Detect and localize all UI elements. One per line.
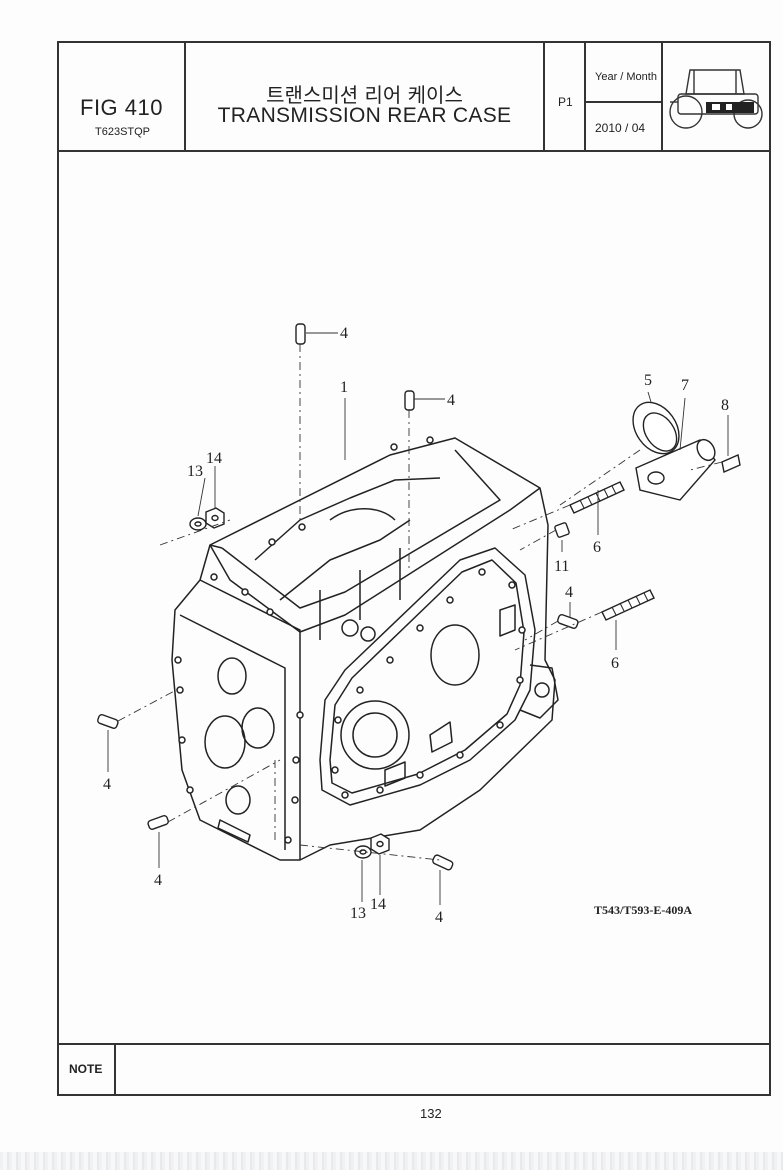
year-month-label: Year / Month	[595, 71, 657, 83]
case-gasket	[319, 547, 536, 806]
nut-11	[554, 522, 570, 538]
year-month-value: 2010 / 04	[595, 121, 646, 135]
header-col-1	[184, 41, 186, 151]
callout-4f: 4	[435, 909, 443, 926]
callout-6a: 6	[593, 539, 601, 556]
callout-6b: 6	[611, 655, 619, 672]
callout-13b: 13	[350, 905, 366, 922]
callout-5: 5	[644, 372, 652, 389]
dowel-pins	[97, 323, 579, 871]
callout-4c: 4	[565, 584, 573, 601]
callout-14b: 14	[370, 896, 386, 913]
drawing-reference: T543/T593-E-409A	[594, 903, 692, 917]
callout-4b: 4	[447, 392, 455, 409]
model-code: T623STQP	[95, 126, 151, 138]
note-col	[114, 1043, 116, 1096]
year-month-divider	[584, 101, 662, 103]
callout-4e: 4	[154, 872, 162, 889]
scan-edge	[0, 1152, 783, 1170]
page-frame	[57, 41, 771, 1096]
page-code: P1	[558, 95, 573, 109]
note-label: NOTE	[69, 1062, 103, 1076]
sleeve-7	[635, 439, 716, 501]
tractor-icon	[669, 69, 763, 129]
header-divider	[57, 150, 771, 152]
case-top-rim	[209, 487, 541, 633]
callout-11: 11	[554, 558, 569, 575]
callout-13a: 13	[187, 463, 203, 480]
page-number: 132	[420, 1106, 442, 1121]
note-divider	[57, 1043, 771, 1045]
case-outline	[171, 437, 556, 861]
stud-6-top	[569, 481, 625, 514]
title-english: TRANSMISSION REAR CASE	[217, 104, 512, 127]
figure-number: FIG 410	[80, 95, 163, 120]
callout-8: 8	[721, 397, 729, 414]
stud-6-bottom	[601, 589, 655, 621]
callout-14a: 14	[206, 450, 222, 467]
callout-4a: 4	[340, 325, 348, 342]
bolt-8	[721, 454, 741, 473]
callout-7: 7	[681, 377, 689, 394]
header-col-4	[661, 41, 663, 151]
header-col-2	[543, 41, 545, 151]
header-col-3	[584, 41, 586, 151]
case-left-flange	[199, 579, 301, 860]
callout-1: 1	[340, 379, 348, 396]
callout-4d: 4	[103, 776, 111, 793]
case-right-ear	[519, 664, 559, 719]
title-korean: 트랜스미션 리어 케이스	[266, 83, 463, 107]
